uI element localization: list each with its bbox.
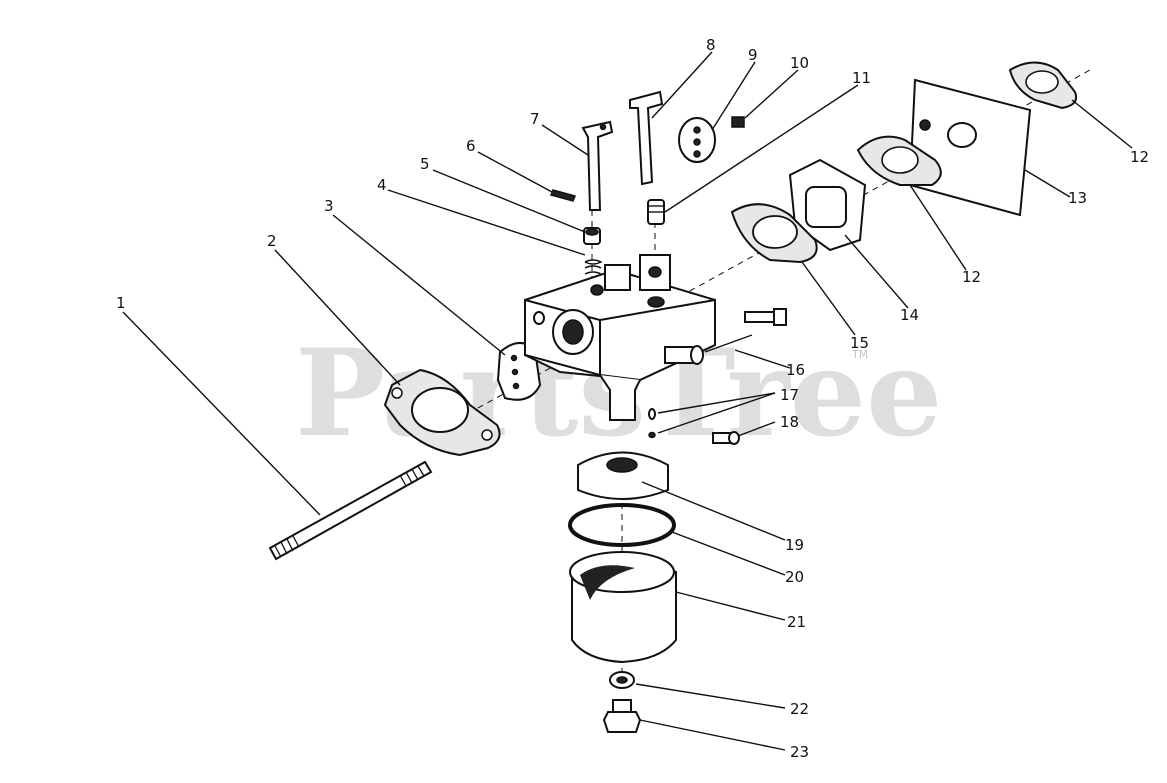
callout-11: 11 xyxy=(852,69,871,87)
choke-plate-part xyxy=(678,117,716,163)
callout-17: 17 xyxy=(780,386,799,404)
callout-10: 10 xyxy=(790,54,809,72)
spring-part xyxy=(584,259,603,275)
throttle-shaft-part xyxy=(629,90,664,186)
float-part xyxy=(577,451,669,500)
callout-23: 23 xyxy=(790,743,809,761)
callout-13: 13 xyxy=(1068,189,1087,207)
callout-15: 15 xyxy=(850,334,869,352)
callout-3: 3 xyxy=(324,197,334,215)
callout-2: 2 xyxy=(267,232,277,250)
float-bowl-part xyxy=(569,551,677,664)
fitting-part xyxy=(647,199,665,225)
callout-14: 14 xyxy=(900,306,919,324)
gasket-15-part xyxy=(730,203,818,264)
callout-5: 5 xyxy=(420,155,430,173)
callout-16: 16 xyxy=(786,361,805,379)
leader-lines xyxy=(122,51,1133,751)
gasket-left-part xyxy=(383,368,501,457)
screw-6-part xyxy=(549,189,577,202)
callout-21: 21 xyxy=(787,613,806,631)
spacer-part xyxy=(788,158,867,252)
callout-18: 18 xyxy=(780,413,799,431)
callout-22: 22 xyxy=(790,700,809,718)
carburetor-body-part xyxy=(524,254,716,421)
stud-part xyxy=(268,460,433,561)
callout-12-upper: 12 xyxy=(1130,148,1149,166)
bowl-nut-part xyxy=(602,699,642,733)
gasket-upper-right-part xyxy=(1008,61,1078,110)
callout-6: 6 xyxy=(466,137,476,155)
gasket-middle-right-part xyxy=(856,135,942,186)
watermark-trademark: TM xyxy=(851,348,868,361)
bowl-gasket-part xyxy=(568,503,676,547)
needle-part xyxy=(583,227,601,245)
callout-labels: 1 2 3 4 5 6 7 8 9 10 11 12 12 13 14 15 1… xyxy=(116,36,1149,761)
callout-9: 9 xyxy=(748,46,758,64)
washer-part xyxy=(609,671,635,689)
screw-16-part xyxy=(704,308,787,353)
callout-20: 20 xyxy=(785,568,804,586)
callout-19: 19 xyxy=(785,536,804,554)
callout-1: 1 xyxy=(116,294,126,312)
callout-4: 4 xyxy=(377,176,387,194)
callout-12-lower: 12 xyxy=(962,268,981,286)
choke-shaft-part xyxy=(581,120,614,211)
callout-8: 8 xyxy=(706,36,716,54)
screw-10-part xyxy=(731,116,745,128)
plate-part xyxy=(908,78,1032,217)
callout-7: 7 xyxy=(530,110,540,128)
small-parts-17-18 xyxy=(648,408,740,445)
